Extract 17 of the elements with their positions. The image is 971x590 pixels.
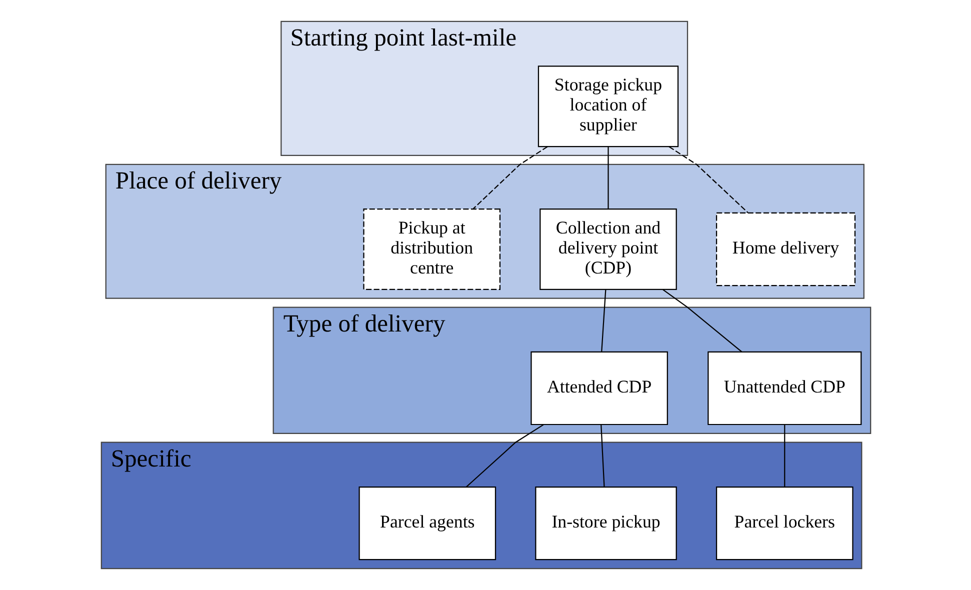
connector <box>607 146 608 209</box>
connector <box>662 289 742 352</box>
connector <box>668 146 748 213</box>
node-box: In-store pickup <box>534 486 676 560</box>
node-box: Unattended CDP <box>707 351 862 426</box>
node-box: Pickup at distribution centre <box>362 208 500 290</box>
node-box: Home delivery <box>715 212 856 286</box>
connector <box>784 424 785 487</box>
connector <box>600 290 606 352</box>
node-box: Storage pickup location of supplier <box>537 66 678 148</box>
node-box: Attended CDP <box>530 351 668 426</box>
connector <box>465 424 544 488</box>
connector <box>600 424 604 487</box>
node-box: Parcel agents <box>358 486 496 560</box>
connector <box>472 146 548 210</box>
node-box: Parcel lockers <box>715 486 853 560</box>
node-box: Collection and delivery point (CDP) <box>539 208 676 290</box>
